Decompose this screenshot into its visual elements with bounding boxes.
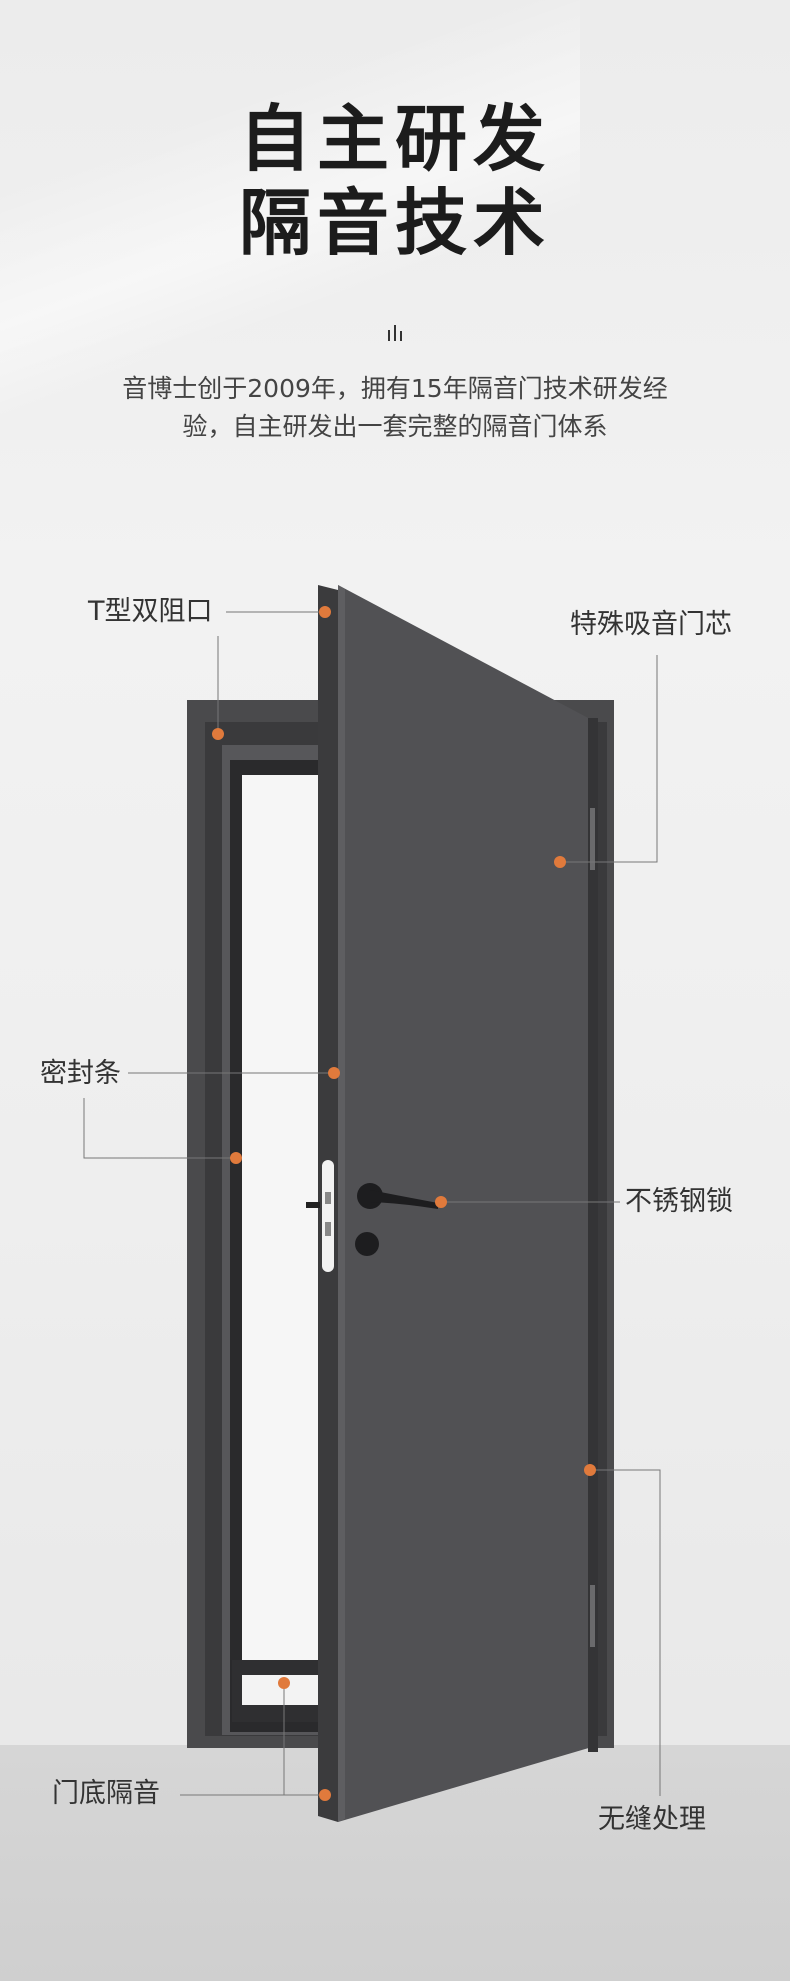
hotspot-bottom-seal: [319, 1789, 331, 1801]
hotspot-special-core: [554, 856, 566, 868]
label-t-double-stop: T型双阻口: [88, 596, 213, 627]
page-title-line1: 自主研发: [238, 97, 551, 181]
label-seamless: 无缝处理: [598, 1804, 706, 1835]
intro-line1: 音博士创于2009年，拥有15年隔音门技术研发经: [122, 374, 668, 403]
label-stainless-lock: 不锈钢锁: [625, 1186, 733, 1217]
label-special-core: 特殊吸音门芯: [570, 609, 732, 640]
door-opening: [242, 775, 322, 1721]
leader-lines: [83, 611, 661, 1796]
hinge-top: [590, 808, 595, 870]
light-streak: [0, 0, 580, 520]
hotspots: [212, 606, 596, 1801]
door-panel: [338, 585, 592, 1822]
lock-knob: [355, 1232, 379, 1256]
hotspot-t-double-stop: [319, 606, 331, 618]
hotspot-seal-strip-frame: [230, 1152, 242, 1164]
hotspot-seamless: [584, 1464, 596, 1476]
intro-line2: 验，自主研发出一套完整的隔音门体系: [182, 412, 608, 441]
hotspot-stainless-lock: [435, 1196, 447, 1208]
page-title-line2: 隔音技术: [238, 181, 551, 265]
label-seal-strip: 密封条: [40, 1058, 121, 1089]
hinge-bottom: [590, 1585, 595, 1647]
label-bottom-seal: 门底隔音: [52, 1778, 160, 1809]
hotspot-t-double-stop-frame: [212, 728, 224, 740]
bar-mark-icon: [388, 325, 402, 341]
hotspot-seal-strip: [328, 1067, 340, 1079]
lock-plate: [322, 1160, 334, 1272]
hotspot-bottom-seal-frame: [278, 1677, 290, 1689]
